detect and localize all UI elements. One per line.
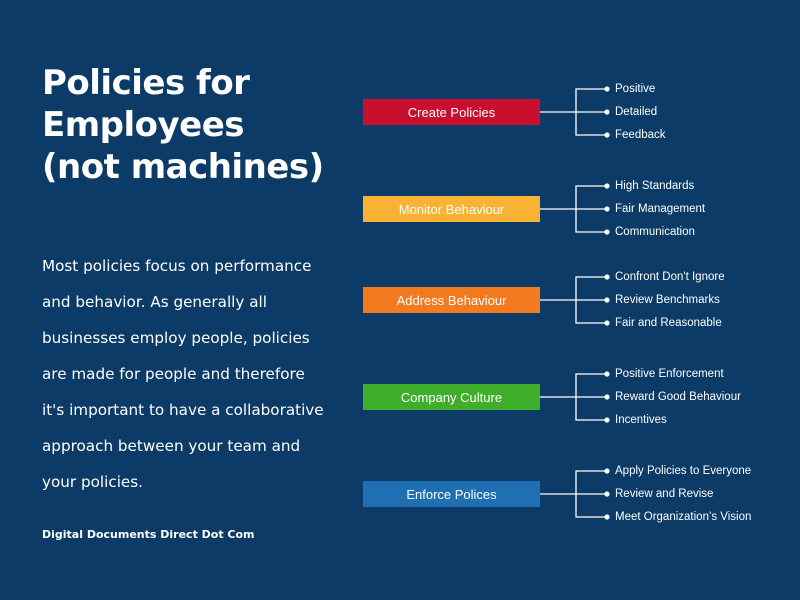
branch-dot <box>604 371 610 377</box>
description-line: approach between your team and <box>42 437 301 455</box>
connector-branch <box>575 88 607 112</box>
leaf-item: Review Benchmarks <box>615 294 720 306</box>
page-title: Policies for Employees (not machines) <box>42 62 342 188</box>
connector-branch <box>575 276 607 300</box>
leaf-item: Meet Organization’s Vision <box>615 511 752 523</box>
leaf-item: High Standards <box>615 180 695 192</box>
title-line-2: Employees <box>42 105 245 145</box>
connector-branch <box>575 494 607 518</box>
connector-branch <box>575 209 607 233</box>
connector-branch <box>575 185 607 209</box>
branch-dot <box>604 183 610 189</box>
leaf-item: Detailed <box>615 106 658 118</box>
connector-branch <box>575 112 607 136</box>
category-box-2: Monitor Behaviour <box>363 196 540 222</box>
branch-dot <box>604 297 610 303</box>
branch-dot <box>604 491 610 497</box>
connector-branch <box>575 373 607 397</box>
connector-branch <box>575 300 607 324</box>
category-box-5: Enforce Polices <box>363 481 540 507</box>
leaf-item: Incentives <box>615 414 667 426</box>
description-line: it's important to have a collaborative <box>42 401 324 419</box>
leaf-item: Fair and Reasonable <box>615 317 722 329</box>
branch-dot <box>604 417 610 423</box>
branch-dot <box>604 514 610 520</box>
leaf-item: Feedback <box>615 129 666 141</box>
leaf-item: Fair Management <box>615 203 706 215</box>
branch-dot <box>604 109 610 115</box>
leaf-item: Apply Policies to Everyone <box>615 465 752 477</box>
leaf-item: Reward Good Behaviour <box>615 391 741 403</box>
category-box-3: Address Behaviour <box>363 287 540 313</box>
category-box-1: Create Policies <box>363 99 540 125</box>
credit-text: Digital Documents Direct Dot Com <box>42 528 255 541</box>
connector-branch <box>575 470 607 494</box>
leaf-item: Communication <box>615 226 695 238</box>
title-line-3: (not machines) <box>42 147 324 187</box>
connector-branch <box>575 397 607 421</box>
branch-dot <box>604 86 610 92</box>
description-line: are made for people and therefore <box>42 365 305 383</box>
branch-dot <box>604 206 610 212</box>
category-box-4: Company Culture <box>363 384 540 410</box>
title-line-1: Policies for <box>42 63 250 103</box>
branch-dot <box>604 132 610 138</box>
leaf-item: Review and Revise <box>615 488 714 500</box>
branch-dot <box>604 229 610 235</box>
leaf-item: Positive <box>615 83 656 95</box>
branch-dot <box>604 320 610 326</box>
description-line: Most policies focus on performance <box>42 257 312 275</box>
description-line: and behavior. As generally all <box>42 293 267 311</box>
leaf-item: Positive Enforcement <box>615 368 724 380</box>
branch-dot <box>604 468 610 474</box>
branch-dot <box>604 274 610 280</box>
branch-dot <box>604 394 610 400</box>
leaf-item: Confront Don't Ignore <box>615 271 725 283</box>
description-line: your policies. <box>42 473 144 491</box>
description-line: businesses employ people, policies <box>42 329 310 347</box>
description-text: Most policies focus on performance and b… <box>42 248 327 500</box>
